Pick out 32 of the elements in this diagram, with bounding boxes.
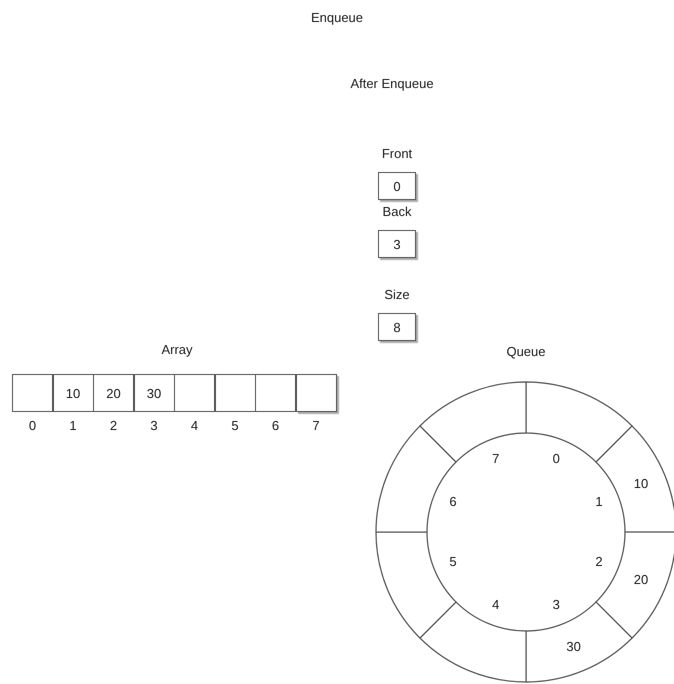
index-number: 2 bbox=[108, 418, 118, 433]
diagram-title: Enqueue bbox=[310, 10, 364, 25]
index-number: 0 bbox=[28, 418, 38, 433]
index-number: 5 bbox=[448, 554, 458, 570]
ring-heading: Queue bbox=[505, 344, 547, 359]
subtitle: After Enqueue bbox=[349, 76, 435, 91]
array-cell: 20 bbox=[93, 374, 134, 412]
index-number: 3 bbox=[552, 596, 561, 612]
index-number: 5 bbox=[230, 418, 240, 433]
field-label: Size bbox=[383, 287, 411, 302]
value-box: 0 bbox=[378, 172, 416, 200]
index-number: 7 bbox=[491, 451, 500, 466]
index-number: 3 bbox=[149, 418, 159, 433]
field-label: Front bbox=[380, 146, 414, 161]
index-number: 7 bbox=[311, 418, 321, 433]
index-number: 4 bbox=[190, 418, 200, 433]
value-box: 3 bbox=[378, 230, 416, 258]
index-number: 0 bbox=[552, 451, 561, 466]
array-cell: 10 bbox=[52, 374, 94, 412]
queue-value: 30 bbox=[565, 639, 582, 654]
index-number: 2 bbox=[594, 554, 604, 570]
field-label: Back bbox=[382, 204, 412, 219]
index-number: 1 bbox=[68, 418, 78, 433]
index-number: 1 bbox=[594, 494, 604, 509]
array-cell: 30 bbox=[134, 374, 174, 412]
index-number: 4 bbox=[491, 596, 500, 612]
array-heading: Array bbox=[160, 342, 194, 357]
queue-value: 10 bbox=[632, 476, 650, 492]
queue-value: 20 bbox=[632, 572, 650, 587]
index-number: 6 bbox=[270, 418, 280, 433]
index-number: 6 bbox=[448, 494, 458, 509]
value-box: 8 bbox=[378, 313, 416, 341]
